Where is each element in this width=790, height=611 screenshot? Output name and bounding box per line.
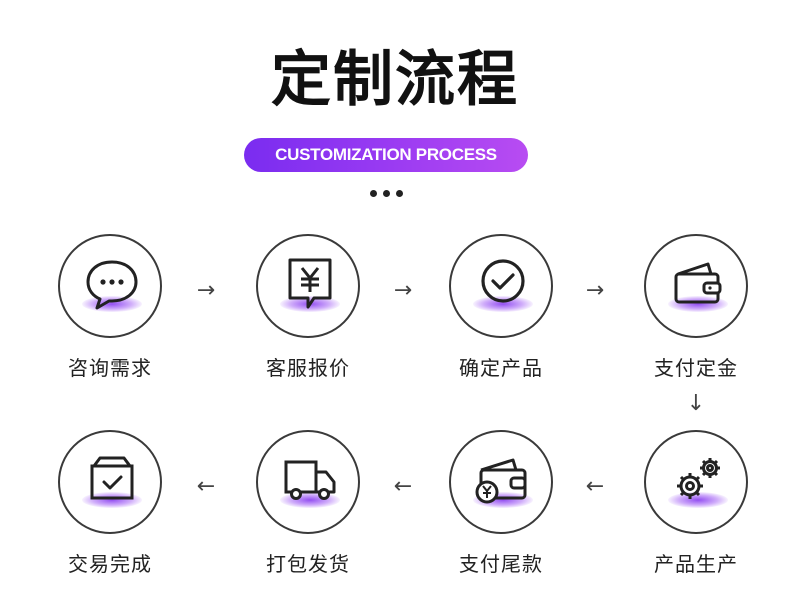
step-label-complete: 交易完成 xyxy=(68,552,152,576)
arrow-right-icon: → xyxy=(393,278,413,303)
arrow-down-icon: ↓ xyxy=(686,391,706,416)
wallet-yen-icon xyxy=(475,458,527,504)
step-ship-circle xyxy=(256,430,360,534)
subtitle-badge: CUSTOMIZATION PROCESS xyxy=(244,138,528,172)
arrow-left-icon: ← xyxy=(585,474,605,499)
arrow-right-icon: → xyxy=(196,278,216,303)
gears-icon xyxy=(677,458,720,499)
check-circle-icon xyxy=(481,259,525,303)
step-label-balance: 支付尾款 xyxy=(459,552,543,576)
wallet-icon xyxy=(674,262,722,304)
step-label-deposit: 支付定金 xyxy=(654,356,738,380)
step-label-consult: 咨询需求 xyxy=(68,356,152,380)
step-deposit-circle xyxy=(644,234,748,338)
arrow-right-icon: → xyxy=(585,278,605,303)
box-check-icon xyxy=(90,456,134,500)
step-production-circle xyxy=(644,430,748,534)
arrow-left-icon: ← xyxy=(393,474,413,499)
arrow-left-icon: ← xyxy=(196,474,216,499)
step-consult-circle xyxy=(58,234,162,338)
step-quote-circle xyxy=(256,234,360,338)
step-label-ship: 打包发货 xyxy=(266,552,350,576)
page-title: 定制流程 xyxy=(271,45,519,115)
delivery-truck-icon xyxy=(284,460,336,500)
ellipsis-icon xyxy=(370,190,410,200)
step-label-quote: 客服报价 xyxy=(266,356,350,380)
quote-receipt-icon xyxy=(288,258,332,309)
step-balance-circle xyxy=(449,430,553,534)
step-label-confirm: 确定产品 xyxy=(459,356,543,380)
step-confirm-circle xyxy=(449,234,553,338)
chat-bubble-icon xyxy=(86,260,138,310)
step-complete-circle xyxy=(58,430,162,534)
step-label-production: 产品生产 xyxy=(654,552,738,576)
